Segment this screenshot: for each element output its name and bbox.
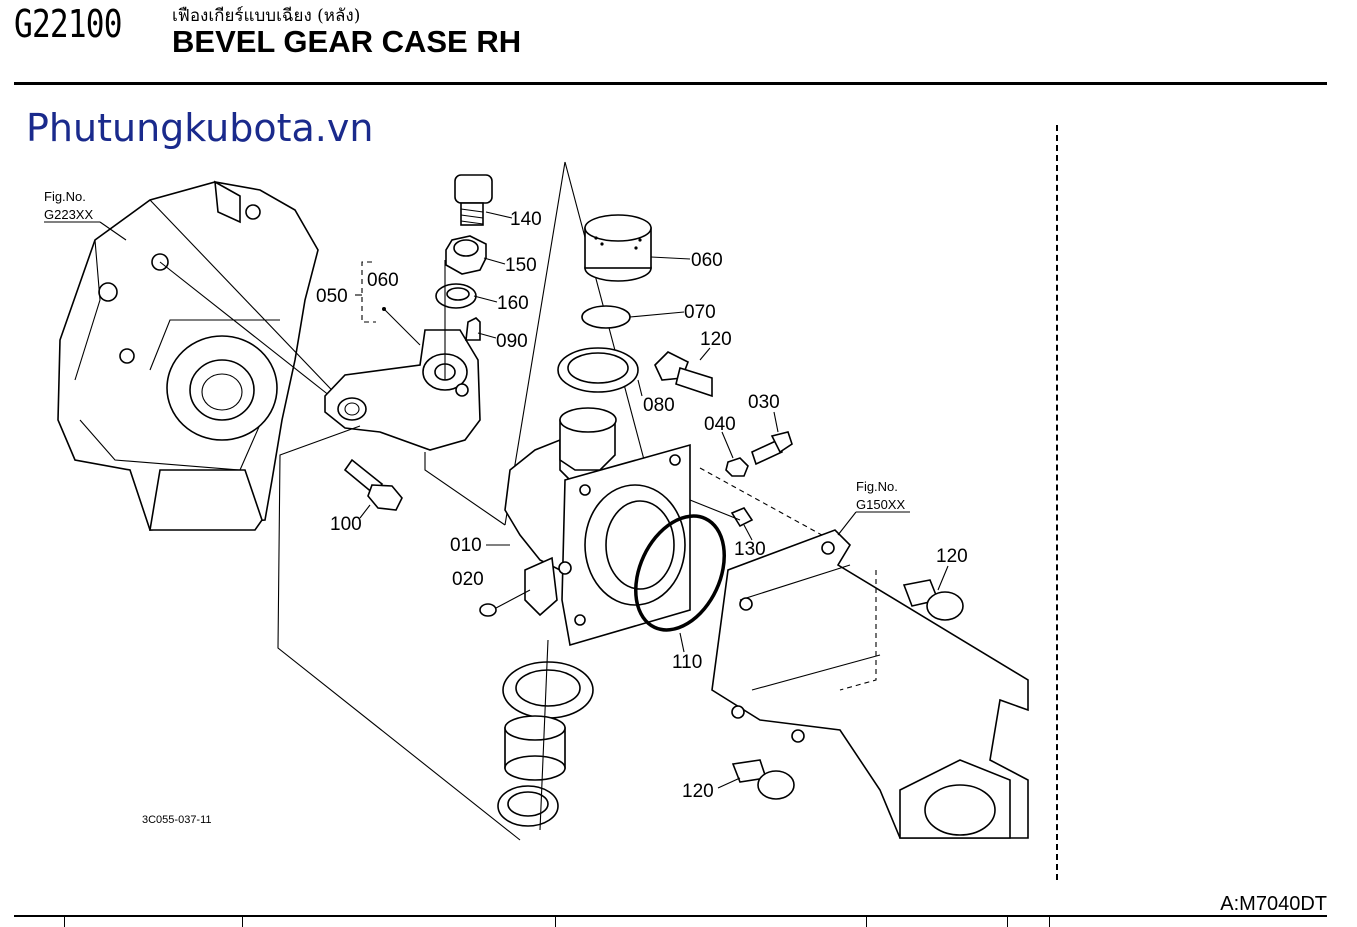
callout-label: 090 [496, 331, 528, 352]
bolt-020 [479, 603, 497, 617]
table-column-divider [1049, 917, 1050, 927]
grease-nipple-090 [465, 317, 481, 341]
callout-label: 110 [672, 652, 702, 673]
lower-bearing [502, 661, 594, 719]
bolt-140 [454, 174, 493, 226]
shim-070 [581, 305, 631, 329]
callout-label: 150 [505, 255, 537, 276]
fitting-120-right [902, 579, 964, 621]
header-rule [14, 82, 1327, 85]
guide-line [504, 161, 566, 526]
watermark-text: Phutungkubota.vn [26, 106, 374, 150]
leader [485, 211, 513, 219]
leader-dot [382, 307, 386, 311]
nut-040 [725, 457, 749, 477]
dashed-divider [1056, 125, 1058, 880]
page-code: G22100 [14, 2, 122, 46]
gear-case-010 [504, 407, 691, 647]
lower-bushing [504, 715, 566, 781]
fitting-120-bottom [731, 759, 795, 800]
leader [495, 589, 531, 609]
leader [650, 256, 691, 260]
nut-150 [445, 235, 487, 275]
leader-g223xx [99, 221, 127, 241]
pin-130 [730, 507, 754, 528]
callout-label: 060 [691, 250, 723, 271]
washer-160 [435, 283, 477, 309]
leader [679, 632, 685, 653]
leader [629, 311, 685, 318]
callout-label: 050 [316, 286, 348, 307]
fig-ref-label: Fig.No. [856, 479, 898, 494]
callout-label: 070 [684, 302, 716, 323]
assembly-guide [689, 499, 741, 521]
arm-bracket [324, 329, 481, 451]
fitting-120-top [654, 351, 713, 398]
guide-line [277, 425, 521, 841]
front-axle-housing [57, 180, 319, 531]
callout-label: 010 [450, 535, 482, 556]
centerline [539, 639, 549, 831]
leader [477, 332, 497, 339]
o-ring-110 [634, 514, 726, 632]
table-column-divider [1007, 917, 1008, 927]
leader [721, 431, 734, 459]
guide-line [159, 261, 331, 397]
callout-label: 120 [682, 781, 714, 802]
table-column-divider [555, 917, 556, 927]
leader [773, 411, 779, 433]
leader [637, 379, 643, 397]
callout-label: 140 [510, 209, 542, 230]
leader [473, 295, 498, 303]
leader [937, 565, 949, 591]
bolt-030 [751, 431, 793, 466]
leader-060-kit [384, 309, 421, 346]
leader-g150xx [837, 511, 857, 536]
fig-ref-code: G223XX [44, 207, 93, 222]
callout-label: 020 [452, 569, 484, 590]
table-column-divider [242, 917, 243, 927]
table-column-divider [866, 917, 867, 927]
table-column-divider [64, 917, 65, 927]
footer-rule [14, 915, 1327, 917]
callout-label: 080 [643, 395, 675, 416]
seal-080 [557, 347, 639, 393]
callout-label: 100 [330, 514, 362, 535]
kit-bracket [361, 261, 376, 323]
leader [359, 504, 371, 519]
leader [717, 777, 741, 789]
leader [743, 524, 753, 541]
leader [483, 257, 506, 265]
axle-housing-tube [711, 529, 1029, 839]
bushing-060 [584, 214, 652, 282]
callout-label: 130 [734, 539, 766, 560]
page-title: BEVEL GEAR CASE RH [172, 24, 522, 59]
callout-label: 120 [936, 546, 968, 567]
callout-label: 120 [700, 329, 732, 350]
fig-ref-label: Fig.No. [44, 189, 86, 204]
callout-label: 040 [704, 414, 736, 435]
lower-seal [497, 785, 559, 827]
page-title-thai: เฟืองเกียร์แบบเฉียง (หลัง) [172, 6, 361, 26]
model-code: A:M7040DT [1220, 893, 1327, 915]
leader [699, 347, 711, 361]
fig-ref-code: G150XX [856, 497, 905, 512]
bolt-100 [343, 458, 403, 511]
callout-label: 160 [497, 293, 529, 314]
guide-line [424, 452, 506, 526]
callout-label: 060 [367, 270, 399, 291]
diagram-code: 3C055-037-11 [142, 814, 212, 826]
callout-label: 030 [748, 392, 780, 413]
